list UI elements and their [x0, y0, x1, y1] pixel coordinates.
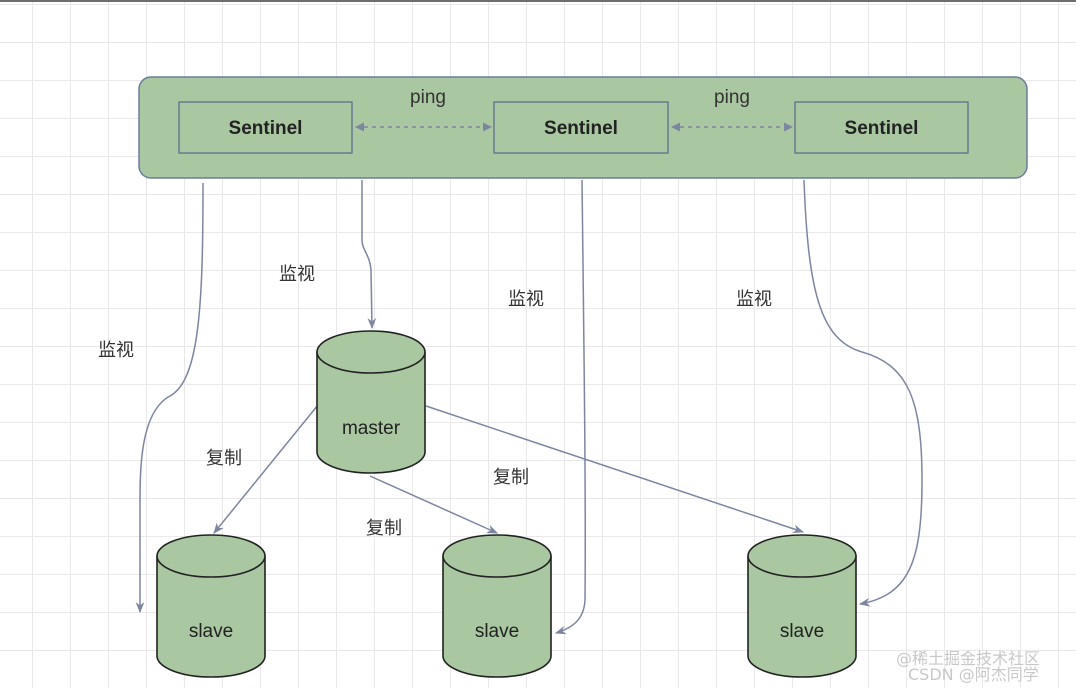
sentinel-label: Sentinel [229, 118, 303, 139]
monitor-label-1: 监视 [279, 264, 315, 285]
monitor-edge-master [361, 180, 377, 330]
sentinel-node-2[interactable]: Sentinel [493, 101, 669, 154]
sentinel-box [794, 101, 969, 154]
slave-cylinder-top [747, 534, 857, 578]
ping-label-2: ping [714, 87, 750, 108]
sentinel-node-1[interactable]: Sentinel [178, 101, 353, 154]
slave-cylinder-body [747, 556, 857, 678]
replicate-label-3: 复制 [493, 467, 529, 488]
ping-label-1: ping [410, 87, 446, 108]
replicate-edge-middle [369, 475, 499, 534]
master-cylinder-body [316, 352, 426, 474]
slave-label: slave [780, 621, 824, 642]
slave-cylinder-top [156, 534, 266, 578]
watermark-line-1: @稀土掘金技术社区 [896, 649, 1040, 668]
slave-cylinder-body [156, 556, 266, 678]
master-node[interactable]: master [316, 330, 426, 474]
slave-label: slave [475, 621, 519, 642]
master-label: master [342, 418, 401, 439]
sentinel-node-3[interactable]: Sentinel [794, 101, 969, 154]
window-top-border [0, 0, 1076, 2]
replicate-edge-right [425, 405, 805, 534]
slave-cylinder-top [442, 534, 552, 578]
monitor-label-2: 监视 [98, 340, 134, 361]
slave-node-1[interactable]: slave [156, 534, 266, 678]
replicate-label-1: 复制 [206, 448, 242, 469]
sentinel-box [178, 101, 353, 154]
monitor-edge-middle-slave [554, 179, 587, 635]
replicate-edge-left [213, 404, 319, 534]
sentinel-label: Sentinel [845, 118, 919, 139]
monitor-edge-left-slave [135, 182, 204, 614]
sentinel-box [493, 101, 669, 154]
replicate-label-2: 复制 [366, 518, 402, 539]
slave-node-3[interactable]: slave [747, 534, 857, 678]
slave-cylinder-body [442, 556, 552, 678]
monitor-label-3: 监视 [508, 289, 544, 310]
watermark-line-2: CSDN @阿杰同学 [908, 665, 1039, 684]
monitor-edge-right-slave [803, 179, 923, 607]
master-cylinder-top [316, 330, 426, 374]
sentinel-label: Sentinel [544, 118, 618, 139]
monitor-label-4: 监视 [736, 289, 772, 310]
slave-node-2[interactable]: slave [442, 534, 552, 678]
slave-label: slave [189, 621, 233, 642]
